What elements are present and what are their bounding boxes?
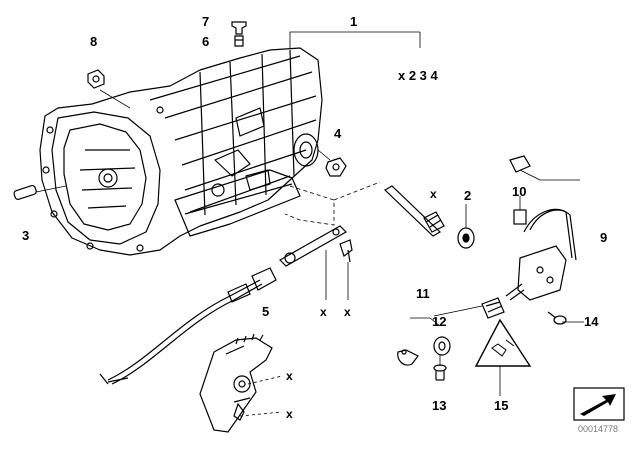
x-mark-lever-1: x [320, 305, 327, 319]
callout-13: 13 [432, 398, 446, 413]
x-mark-selector-2: x [286, 407, 293, 421]
transmission-housing [39, 47, 323, 256]
callout-1: 1 [350, 14, 357, 29]
sealing-sleeve [433, 336, 451, 356]
callout-4: 4 [334, 126, 342, 141]
leader-lines-3 [410, 169, 584, 396]
callout-5: 5 [262, 304, 269, 319]
connector-plug [481, 297, 505, 319]
x-mark-shaft: x [430, 187, 437, 201]
callout-12: 12 [432, 314, 446, 329]
leader-lines [35, 31, 421, 226]
callout-10: 10 [512, 184, 526, 199]
callouts: 1 2 3 4 5 6 7 8 9 10 11 12 13 14 15 x 2 … [22, 14, 607, 421]
bolt-14 [547, 311, 567, 325]
selector-cable [99, 267, 277, 385]
selector-gear-segment [199, 333, 273, 433]
callout-2: 2 [464, 188, 471, 203]
arrow-box-icon [573, 387, 625, 421]
vent-cap [231, 21, 247, 47]
hose-clamp [397, 349, 419, 366]
callout-6: 6 [202, 34, 209, 49]
callout-9: 9 [600, 230, 607, 245]
leader-lines-2 [325, 250, 349, 300]
output-shaft [384, 185, 445, 237]
callout-7: 7 [202, 14, 209, 29]
shaft-seal-ring [457, 227, 475, 249]
x-mark-lever-2: x [344, 305, 351, 319]
leader-gear-2 [239, 411, 283, 417]
screw [433, 364, 447, 381]
fill-plug [325, 157, 347, 177]
callout-8: 8 [90, 34, 97, 49]
drain-plug [87, 69, 105, 89]
dowel-pin [13, 184, 37, 200]
callout-3: 3 [22, 228, 29, 243]
x-mark-selector-1: x [286, 369, 293, 383]
drawing-code: 00014778 [578, 424, 618, 434]
header-ref: x 2 3 4 [398, 68, 439, 83]
callout-15: 15 [494, 398, 508, 413]
callout-11: 11 [416, 286, 430, 301]
callout-14: 14 [584, 314, 599, 329]
wiring-harness-plate [505, 208, 577, 301]
warning-triangle-label [474, 318, 532, 367]
selector-lever-upper [279, 225, 353, 267]
